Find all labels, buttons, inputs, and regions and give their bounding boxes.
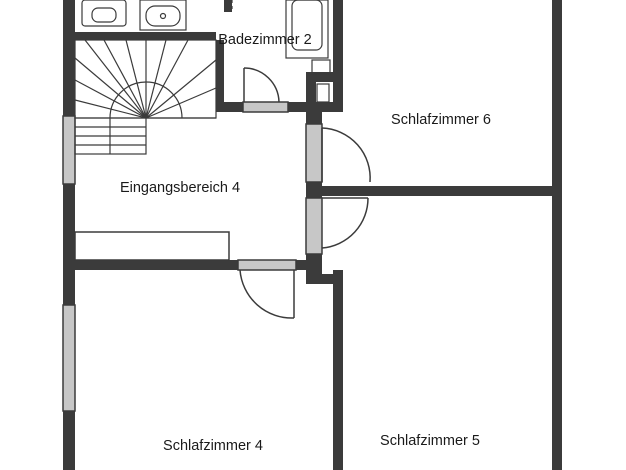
room-label-entrance: Eingangsbereich 4 [120, 180, 240, 196]
bath-wall-bottom [75, 32, 216, 40]
stair-step [145, 39, 189, 119]
stair-step [74, 99, 147, 119]
doors [239, 67, 371, 319]
room-label-bath: Badezimmer 2 [218, 32, 311, 48]
sink-icon [139, 0, 187, 31]
bath-wall-stub [216, 40, 224, 112]
bath-fixtures [81, 0, 331, 103]
door-corridor-swing [321, 197, 369, 249]
shaft-icon [311, 59, 331, 103]
room-label-bedroom5: Schlafzimmer 5 [380, 433, 480, 449]
bathtub-icon [285, 0, 329, 59]
bath-bottom-right [316, 102, 343, 112]
stair-step [103, 39, 147, 119]
stair-step [74, 79, 147, 119]
door-bedroom6-swing [321, 127, 371, 183]
room-label-bedroom6: Schlafzimmer 6 [391, 112, 491, 128]
window-corridor-upper [305, 123, 323, 183]
windows [62, 101, 323, 412]
door-bath-swing [243, 67, 280, 103]
room-label-bedroom4: Schlafzimmer 4 [163, 438, 263, 454]
bath-wall-short [224, 0, 232, 12]
staircase-icon [74, 39, 217, 155]
door-bedroom4-swing [239, 269, 295, 319]
stair-step [84, 39, 147, 119]
stair-step [125, 39, 147, 119]
window-left-lower [62, 304, 76, 412]
window-bath-top [242, 101, 289, 113]
built-in-cabinet [74, 231, 230, 261]
bath-inner-post [306, 72, 316, 112]
window-corridor-lower [305, 197, 323, 255]
bath-inner-wall [306, 72, 333, 82]
outer-wall-right [552, 0, 562, 470]
stair-step [145, 87, 217, 119]
divider-top [306, 274, 343, 284]
stair-step [74, 57, 147, 119]
stair-step [145, 59, 217, 119]
bedroom6-bottom-wall [322, 186, 562, 196]
stair-step [145, 39, 167, 119]
entrance-bottom-wall [75, 260, 306, 270]
toilet-icon [81, 0, 127, 27]
bedroom-divider-wall [333, 270, 343, 470]
window-left-upper [62, 115, 76, 185]
window-entrance-bottom [237, 259, 297, 271]
bath-right-wall [333, 0, 343, 110]
